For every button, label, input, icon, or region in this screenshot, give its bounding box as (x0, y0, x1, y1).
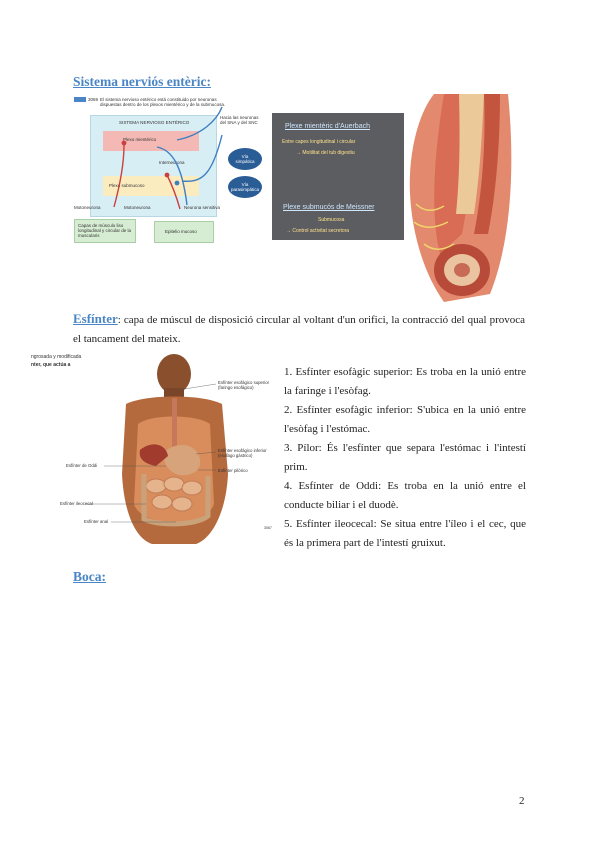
capas-musculo-box: Capas de músculo liso longitudinal y cir… (74, 219, 136, 243)
enteric-diagram: 3069 El sistema nervioso entérico está c… (72, 95, 272, 245)
meissner-line-1: Submucosa (318, 217, 345, 223)
list-item: 1. Esfínter esofàgic superior: Es troba … (284, 366, 526, 397)
plexo-mienterico-box: Plexo mientérico (103, 131, 199, 151)
figure-top-text-2: nter, que actúa a (31, 362, 71, 368)
motoneurona-label-2: Motoneurona (124, 205, 151, 210)
list-item: 2. Esfínter esofàgic inferior: S'ubica e… (284, 404, 526, 435)
enteric-box: SISTEMA NERVIOSO ENTÉRICO Plexo mientéri… (90, 115, 217, 217)
label-esfinter-ileocecal: Esfínter ileocecal (60, 501, 93, 506)
sphincter-list: 1. Esfínter esofàgic superior: Es troba … (284, 363, 526, 553)
plexo-submucoso-box: Plexo submucoso (103, 176, 199, 196)
esfinter-paragraph: Esfínter: capa de múscul de disposició c… (73, 309, 525, 349)
meissner-line-2: → Control activitat secretora (286, 228, 350, 234)
side-label: Hacia las neuronas del SNA y del SNC (220, 115, 259, 125)
via-simpatica-oval: Vía simpática (228, 148, 262, 170)
interneurona-label: Interneurona (159, 160, 185, 165)
list-item: 4. Esfínter de Oddi: Es troba en la unió… (284, 480, 526, 511)
label-esfinter-anal: Esfínter anal (84, 519, 109, 524)
motoneurona-label-1: Motoneurona (74, 205, 101, 210)
epitelio-box: Epitelio mucoso (154, 221, 214, 243)
capas-musculo-label: Capas de músculo liso longitudinal y cir… (78, 223, 132, 238)
via-parasimpatica-label: Vía parasimpática (231, 182, 260, 192)
esfinter-definition: : capa de múscul de disposició circular … (73, 314, 525, 345)
torso-illustration (122, 354, 228, 544)
label-esfinter-inferior: Esfínter esofágico inferior (esófago gás… (218, 448, 267, 458)
plexus-panel: Plexe mientèric d'Auerbach Entre capes l… (272, 113, 404, 240)
via-parasimpatica-oval: Vía parasimpática (228, 176, 262, 198)
esfinter-term: Esfínter (73, 311, 118, 326)
neurona-sensitiva-label: Neurona sensitiva (184, 205, 221, 210)
meissner-title: Plexe submucós de Meissner (283, 204, 375, 211)
auerbach-title: Plexe mientèric d'Auerbach (285, 123, 370, 130)
auerbach-line-2: → Motilitat del tub digestiu (296, 150, 355, 156)
section-title-boca: Boca: (73, 569, 106, 584)
epitelio-label: Epitelio mucoso (165, 229, 197, 234)
page-number: 2 (519, 795, 525, 807)
label-esfinter-pilorico: Esfínter pilórico (218, 468, 248, 473)
intestinal-wall-illustration (409, 94, 512, 302)
auerbach-line-1: Entre capes longitudinal i circular (282, 139, 356, 145)
plexo-mienterico-label: Plexo mientérico (123, 137, 157, 142)
label-leaders (86, 383, 217, 523)
list-item: 3. Pílor: És l'esfínter que separa l'est… (284, 442, 526, 473)
figure-top-text-1: ngrosada y modificada (31, 354, 82, 360)
plexo-submucoso-label: Plexo submucoso (109, 183, 145, 188)
neuron-paths (113, 106, 223, 210)
figure-icon (74, 97, 86, 102)
label-esfinter-superior: Esfínter esofágico superior (faringo eso… (218, 380, 270, 390)
figure-caption: El sistema nervioso entérico está consti… (100, 97, 226, 107)
sphincter-figure: ngrosada y modificada nter, que actúa a … (26, 354, 276, 544)
figure-number: 3069 (88, 97, 99, 102)
figure-code: 3067 (264, 526, 272, 530)
list-item: 5. Esfínter ileocecal: Se situa entre l'… (284, 518, 526, 549)
section-title-enteric: Sistema nerviós entèric: (73, 74, 211, 89)
enteric-box-title: SISTEMA NERVIOSO ENTÉRICO (119, 120, 190, 125)
label-esfinter-oddi: Esfínter de Oddi (66, 463, 98, 468)
via-simpatica-label: Vía simpática (235, 154, 255, 164)
